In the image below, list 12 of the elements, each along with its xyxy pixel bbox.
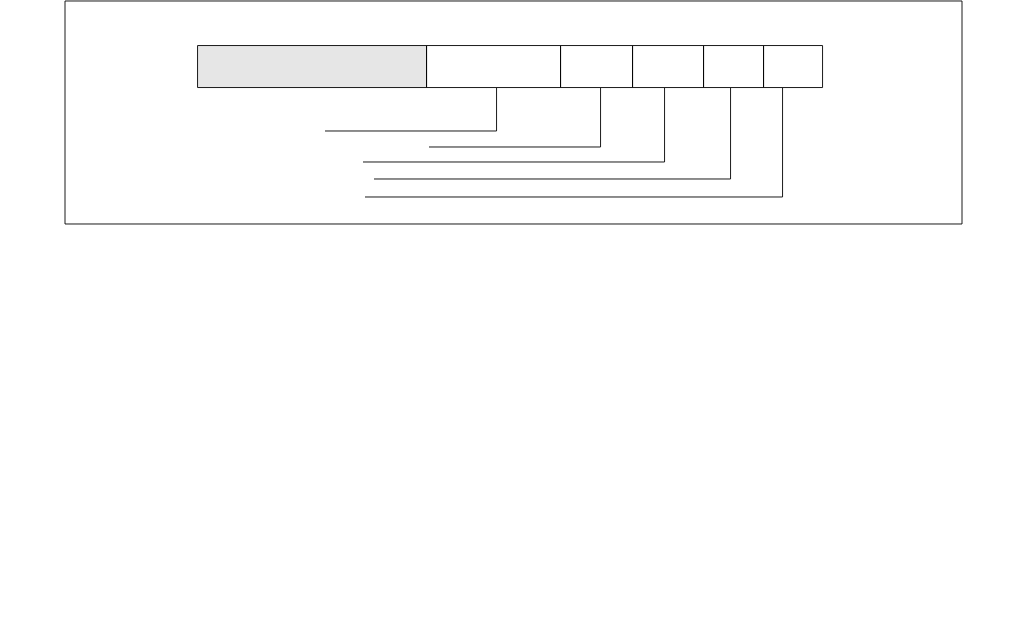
field-box [632,45,704,88]
field-box [197,45,427,88]
leader-line [373,87,731,180]
field-box [763,45,823,88]
field-box [426,45,561,88]
leader-line [362,87,665,163]
field-box [703,45,764,88]
leader-line [324,87,497,132]
frame [64,0,963,225]
leader-line [428,87,601,148]
leader-line [364,87,783,198]
field-box [560,45,633,88]
